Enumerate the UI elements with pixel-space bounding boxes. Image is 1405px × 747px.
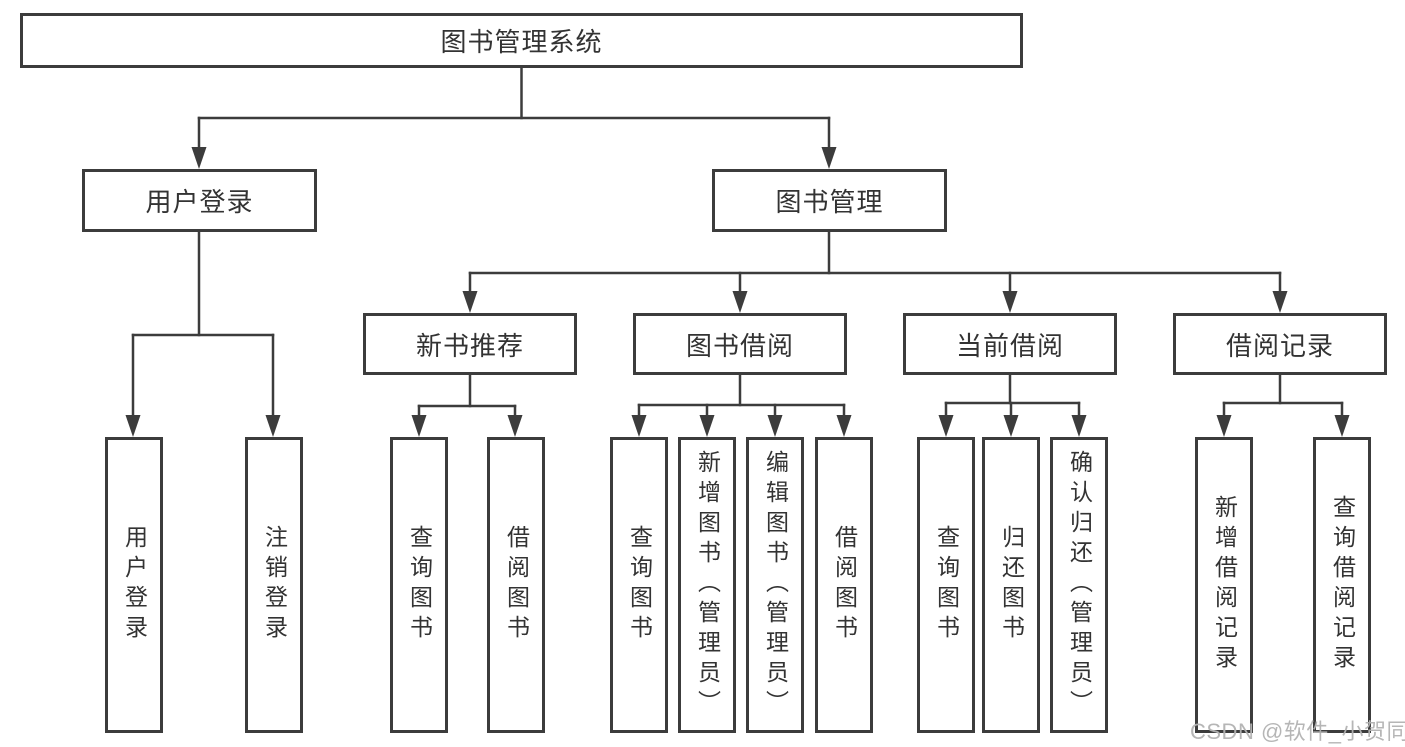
node-new-book-recommendation: 新书推荐 [363,313,577,375]
watermark-text: CSDN @软件_小贺同学 [1190,719,1405,744]
node-library-management-system: 图书管理系统 [20,13,1023,68]
leaf-query-books-borrowing-label: 查询图书 [626,525,653,645]
leaf-user-login: 用户登录 [105,437,163,733]
leaf-query-books-current: 查询图书 [917,437,975,733]
node-current-borrowing: 当前借阅 [903,313,1117,375]
leaf-query-books-recommend: 查询图书 [390,437,448,733]
leaf-borrow-books-borrowing-label: 借阅图书 [831,525,858,645]
leaf-query-books-current-label: 查询图书 [933,525,960,645]
leaf-logout: 注销登录 [245,437,303,733]
leaf-borrow-books-recommend: 借阅图书 [487,437,545,733]
leaf-confirm-return-admin-label: 确认归还（管理员） [1066,450,1093,720]
leaf-return-books-label: 归还图书 [998,525,1025,645]
leaf-borrow-books-recommend-label: 借阅图书 [503,525,530,645]
leaf-add-book-admin: 新增图书（管理员） [678,437,736,733]
node-book-management: 图书管理 [712,169,947,232]
leaf-query-books-recommend-label: 查询图书 [406,525,433,645]
node-current-borrowing-label: 当前借阅 [955,330,1064,361]
leaf-confirm-return-admin: 确认归还（管理员） [1050,437,1108,733]
leaf-logout-label: 注销登录 [261,525,288,645]
leaf-borrow-books-borrowing: 借阅图书 [815,437,873,733]
leaf-edit-book-admin: 编辑图书（管理员） [746,437,804,733]
arrowheads [125,147,1350,437]
leaf-query-books-borrowing: 查询图书 [610,437,668,733]
node-borrowing-records: 借阅记录 [1173,313,1387,375]
leaf-return-books: 归还图书 [982,437,1040,733]
node-user-login-label: 用户登录 [145,187,254,217]
leaf-user-login-label: 用户登录 [121,525,148,645]
node-borrowing-records-label: 借阅记录 [1225,330,1334,361]
node-new-book-recommendation-label: 新书推荐 [415,330,524,361]
leaf-add-book-admin-label: 新增图书（管理员） [694,450,721,720]
leaf-add-borrow-record: 新增借阅记录 [1195,437,1253,733]
node-book-borrowing: 图书借阅 [633,313,847,375]
node-book-management-label: 图书管理 [775,187,884,217]
leaf-edit-book-admin-label: 编辑图书（管理员） [762,450,789,720]
leaf-add-borrow-record-label: 新增借阅记录 [1211,495,1238,675]
node-user-login: 用户登录 [82,169,317,232]
node-library-management-system-label: 图书管理系统 [440,27,603,57]
node-book-borrowing-label: 图书借阅 [685,330,794,361]
leaf-query-borrow-record-label: 查询借阅记录 [1329,495,1356,675]
leaf-query-borrow-record: 查询借阅记录 [1313,437,1371,733]
